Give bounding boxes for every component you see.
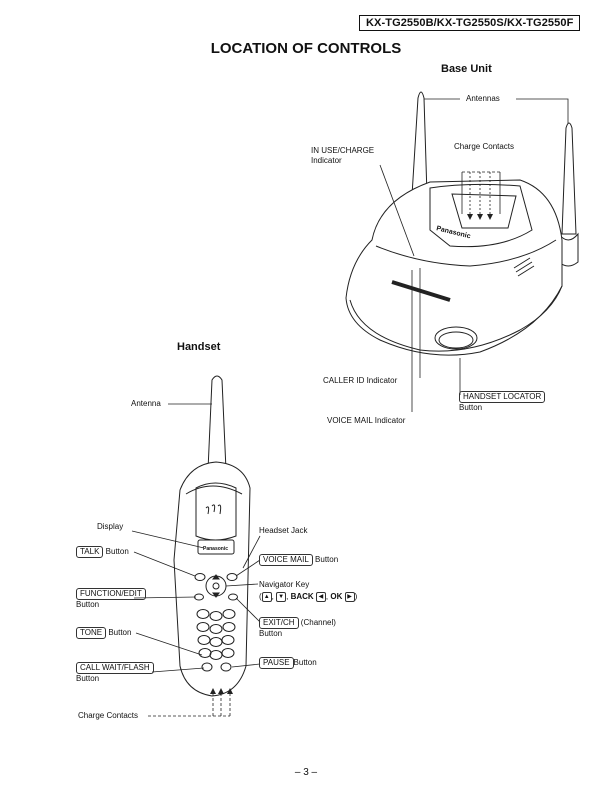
down-arrow-icon: ▼ bbox=[276, 592, 287, 602]
function-edit-button-box: FUNCTION/EDIT bbox=[76, 588, 146, 600]
exit-ch-button-box: EXIT/CH bbox=[259, 617, 299, 629]
label-charge-contacts-base: Charge Contacts bbox=[454, 142, 515, 151]
model-number-header: KX-TG2550B/KX-TG2550S/KX-TG2550F bbox=[359, 15, 581, 31]
label-headset-jack: Headset Jack bbox=[259, 526, 308, 535]
label-function-edit-button: FUNCTION/EDIT Button bbox=[76, 588, 146, 610]
tone-button-box: TONE bbox=[76, 627, 107, 639]
label-caller-id-indicator: CALLER ID Indicator bbox=[323, 376, 398, 385]
handset-locator-button-box: HANDSET LOCATOR bbox=[459, 391, 546, 403]
talk-button-box: TALK bbox=[76, 546, 104, 558]
label-voice-mail-button: VOICE MAIL Button bbox=[259, 554, 338, 566]
label-voice-mail-indicator: VOICE MAIL Indicator bbox=[327, 416, 406, 425]
call-wait-flash-button-box: CALL WAIT/FLASH bbox=[76, 662, 154, 674]
base-unit-heading: Base Unit bbox=[441, 63, 492, 75]
right-arrow-icon: ▶ bbox=[344, 592, 355, 602]
label-talk-button: TALK Button bbox=[76, 546, 129, 558]
handset-brand-logo: Panasonic bbox=[203, 546, 228, 552]
label-call-wait-flash-button: CALL WAIT/FLASH Button bbox=[76, 662, 154, 684]
label-exit-ch-button: EXIT/CH (Channel) Button bbox=[259, 617, 336, 638]
label-display: Display bbox=[97, 522, 124, 531]
label-charge-contacts-handset: Charge Contacts bbox=[78, 711, 139, 720]
handset-illustration bbox=[173, 375, 251, 697]
label-handset-locator: HANDSET LOCATOR Button bbox=[459, 391, 546, 413]
voice-mail-button-box: VOICE MAIL bbox=[259, 554, 313, 566]
handset-heading: Handset bbox=[177, 341, 221, 353]
label-tone-button: TONE Button bbox=[76, 627, 131, 639]
label-in-use-charge-indicator: IN USE/CHARGE Indicator bbox=[311, 146, 375, 165]
left-arrow-icon: ◀ bbox=[315, 592, 326, 602]
pause-button-box: PAUSE bbox=[259, 657, 294, 669]
page-number: – 3 – bbox=[294, 767, 318, 778]
base-unit-illustration bbox=[345, 91, 579, 356]
page-title: LOCATION OF CONTROLS bbox=[210, 40, 402, 57]
up-arrow-icon: ▲ bbox=[261, 592, 272, 602]
label-navigator-key: Navigator Key (▲, ▼, BACK ◀, OK ▶) bbox=[259, 580, 358, 602]
label-antennas: Antennas bbox=[466, 94, 500, 103]
label-handset-antenna: Antenna bbox=[131, 399, 161, 408]
